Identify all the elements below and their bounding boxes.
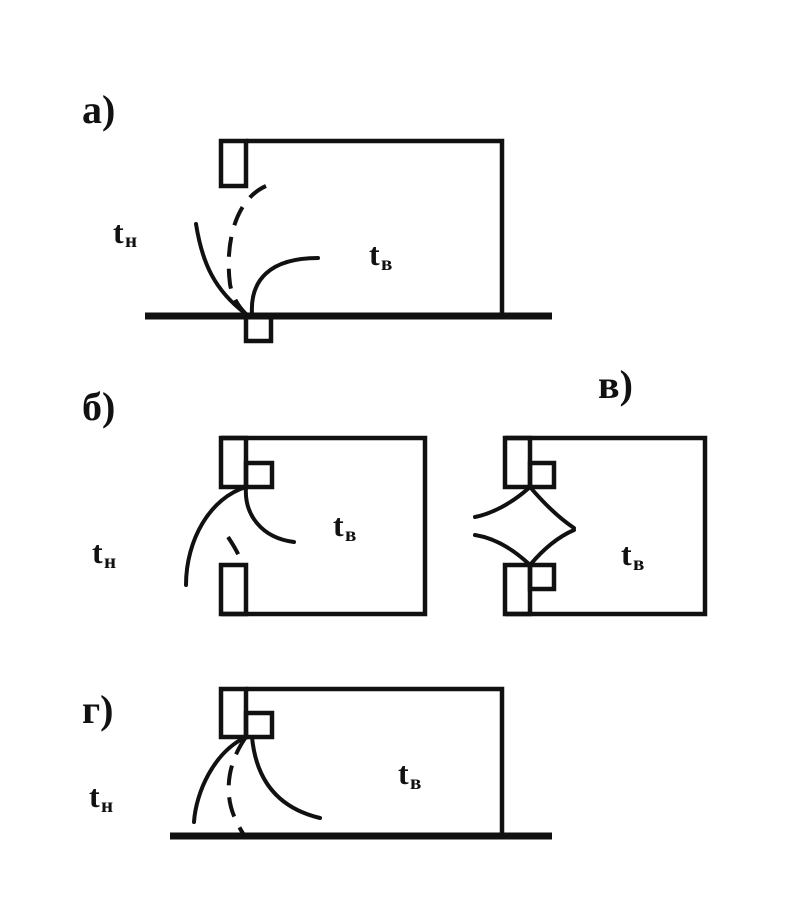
panel-v-lower-inside-flow: [528, 528, 576, 567]
panel-v-lower-air-nozzle: [527, 562, 557, 592]
panel-a-upper-door-post: [218, 138, 249, 189]
panel-g-outside-temp-sub: н: [101, 793, 113, 817]
panel-g-inside-temp: t в: [398, 755, 421, 794]
panel-b-inside-temp-main: t: [333, 507, 344, 543]
panel-g-outside-temp-main: t: [89, 778, 100, 814]
panel-a-walls: [246, 138, 505, 314]
panel-b-building: [218, 435, 428, 617]
panel-g-inside-temp-sub: в: [410, 770, 421, 794]
panel-b-upper-door-post: [218, 435, 249, 490]
panel-v-building: [502, 435, 708, 617]
panel-b-inside-flow: [243, 485, 296, 544]
panel-b-outside-temp-main: t: [92, 534, 103, 570]
panel-g-inside-temp-main: t: [398, 755, 409, 791]
panel-v-upper-inside-flow: [528, 485, 576, 530]
panel-g: г) t н t в: [82, 686, 552, 840]
panel-v-upper-air-nozzle: [527, 460, 557, 490]
panel-a-inside-temp-main: t: [369, 236, 380, 272]
panel-g-upper-door-post: [218, 686, 249, 740]
panel-v-inside-temp-main: t: [621, 536, 632, 572]
panel-a-outside-temp-sub: н: [125, 228, 137, 252]
panel-g-air-flows: [192, 735, 322, 837]
panel-g-outside-temp: t н: [89, 778, 113, 817]
panel-v-upper-door-post: [502, 435, 533, 490]
panel-a-outside-flow: [194, 222, 248, 316]
panel-b-lower-door-post: [218, 562, 249, 617]
panel-b-outside-temp-sub: н: [104, 549, 116, 573]
panel-a-building: [145, 138, 552, 344]
panel-g-walls: [246, 686, 505, 834]
panel-v-upper-outside-flow: [473, 485, 532, 519]
panel-b-walls: [221, 435, 428, 617]
panel-b-outside-flow: [184, 485, 248, 587]
panel-b-inside-temp: t в: [333, 507, 356, 546]
panel-g-dashed-flow: [226, 735, 248, 837]
panel-a-air-flows: [194, 184, 320, 316]
panel-a: а) t н t в: [82, 87, 552, 344]
panel-a-outside-temp: t н: [113, 214, 137, 252]
panel-g-building: [170, 686, 552, 840]
panel-g-outside-flow: [192, 735, 248, 824]
panel-a-label: а): [82, 87, 115, 132]
panel-a-dashed-flow: [226, 184, 267, 316]
panel-g-label: г): [82, 687, 113, 732]
panel-v-lower-door-post: [502, 562, 533, 617]
panel-a-inside-temp: t в: [369, 236, 392, 275]
panel-g-air-nozzle: [243, 710, 275, 740]
panel-a-floor-air-nozzle: [243, 313, 274, 344]
panel-b-label: б): [82, 384, 115, 429]
panel-b-inside-temp-sub: в: [345, 522, 356, 546]
panel-v-inside-temp: t в: [621, 536, 644, 575]
panel-v-lower-outside-flow: [473, 533, 532, 567]
panel-v-air-flows: [473, 485, 576, 567]
panel-v-label: в): [598, 362, 633, 407]
panel-a-inside-temp-sub: в: [381, 251, 392, 275]
panel-b-air-flows: [184, 485, 296, 587]
panel-v-inside-temp-sub: в: [633, 551, 644, 575]
panel-v-walls: [505, 435, 708, 617]
panel-b-outside-temp: t н: [92, 534, 116, 573]
panel-b-air-nozzle: [243, 460, 275, 490]
panel-a-inside-flow: [249, 256, 320, 316]
panel-b: б) t н t в: [82, 384, 428, 617]
panel-v: в) t в: [473, 362, 708, 617]
panel-a-outside-temp-main: t: [113, 214, 124, 250]
panel-g-inside-flow: [250, 735, 322, 820]
panel-b-dashed-flow: [226, 535, 244, 566]
